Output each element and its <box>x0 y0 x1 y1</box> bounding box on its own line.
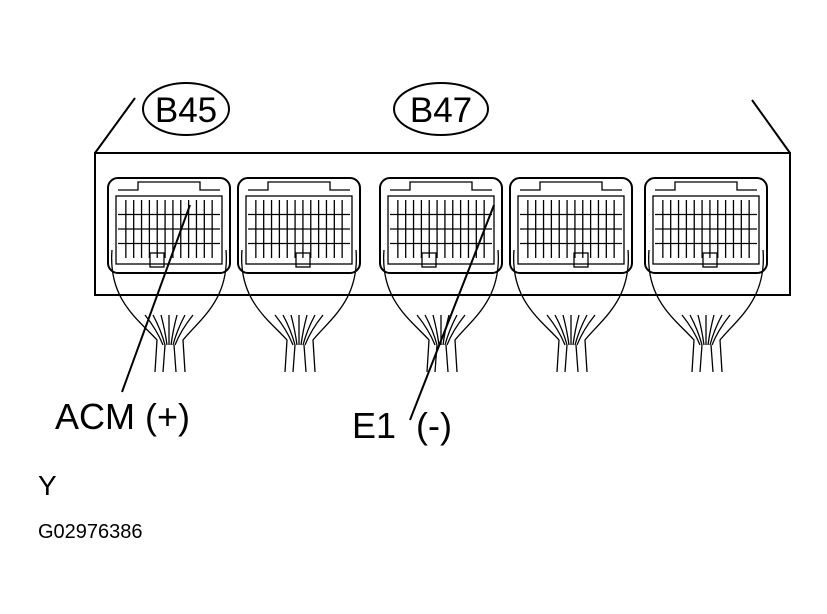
connector-label-b47: B47 <box>393 82 489 136</box>
connector-1 <box>107 177 231 373</box>
acm-leader-line <box>121 204 191 393</box>
terminal-label-e1: E1 (-) <box>352 405 452 446</box>
figure-code: G02976386 <box>38 521 143 543</box>
terminal-label-acm: ACM (+) <box>55 396 190 437</box>
connector-5 <box>644 177 768 373</box>
connector-2 <box>237 177 361 373</box>
connector-3 <box>379 177 503 373</box>
connector-4 <box>509 177 633 373</box>
connector-label-b45: B45 <box>142 82 230 136</box>
e1-leader-line <box>409 204 495 421</box>
connector-label-text: B45 <box>155 91 217 130</box>
connector-label-text: B47 <box>410 91 472 130</box>
view-label: Y <box>38 470 57 501</box>
ecu-housing <box>94 97 791 296</box>
connector-group <box>107 177 768 373</box>
